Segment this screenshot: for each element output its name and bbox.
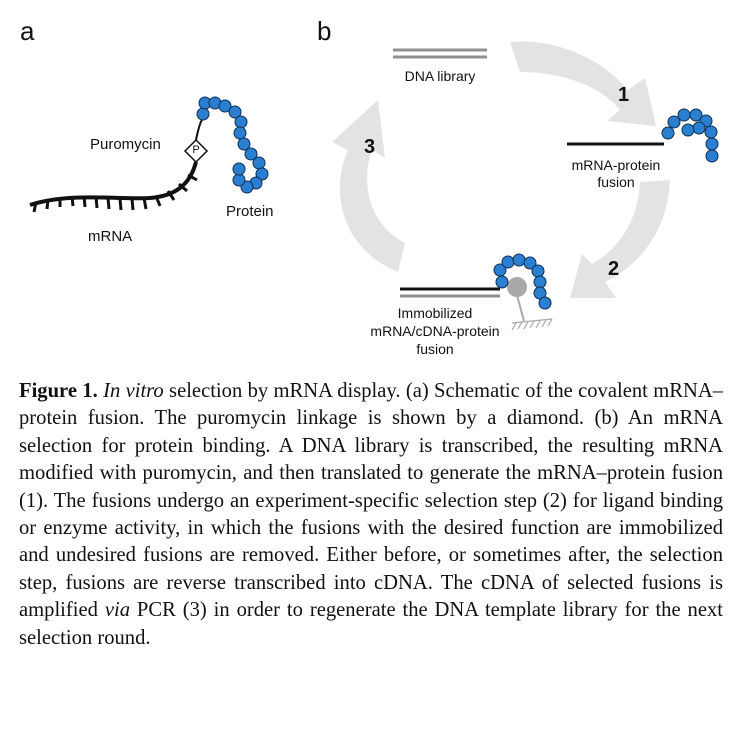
figure-graphic [29, 41, 719, 331]
caption-label: Figure 1. [19, 380, 98, 402]
protein-label: Protein [226, 203, 274, 220]
dna-library-label: DNA library [404, 68, 476, 84]
fusion-label-line-2: fusion [597, 174, 635, 190]
immobilized-label-line-1: Immobilized [397, 305, 473, 321]
p-symbol: P [192, 144, 200, 156]
mrna-label: mRNA [88, 228, 133, 245]
fusion-label: mRNA-protein fusion [556, 157, 676, 191]
protein-chain-b2 [493, 253, 552, 310]
figure-caption: Figure 1. In vitro selection by mRNA dis… [19, 378, 723, 652]
caption-italic-1: In vitro [103, 380, 164, 402]
anchor-stem [516, 294, 525, 322]
caption-text-1: selection by mRNA display. (a) Schematic… [19, 380, 723, 622]
arrow-1 [510, 41, 656, 126]
ligand-ball [507, 277, 527, 297]
step-1-label: 1 [618, 84, 630, 106]
protein-link [195, 117, 204, 141]
immobilized-strands [400, 287, 500, 298]
panel-label-a: a [20, 16, 35, 46]
surface-hatch [511, 318, 553, 331]
immobilized-label-line-3: fusion [416, 341, 454, 357]
panel-label-b: b [317, 16, 332, 46]
immobilized-label-line-2: mRNA/cDNA-protein [370, 323, 500, 339]
protein-chain-b1 [661, 108, 719, 163]
protein-chain-a [196, 96, 269, 194]
puromycin-diamond [183, 138, 209, 164]
mrna-teeth [32, 173, 198, 213]
arrow-3 [332, 100, 405, 272]
puromycin-label: Puromycin [90, 136, 161, 153]
step-3-label: 3 [364, 136, 376, 158]
immobilized-label: Immobilized mRNA/cDNA-protein fusion [360, 304, 510, 358]
step-2-label: 2 [608, 258, 620, 280]
arrow-2 [570, 180, 670, 298]
dna-library-strands [393, 48, 487, 59]
fusion-label-line-1: mRNA-protein [571, 157, 661, 173]
caption-italic-2: via [104, 599, 130, 622]
caption-text-2: PCR (3) in order to regenerate the DNA t… [19, 599, 723, 649]
mrna-strand [29, 161, 198, 207]
